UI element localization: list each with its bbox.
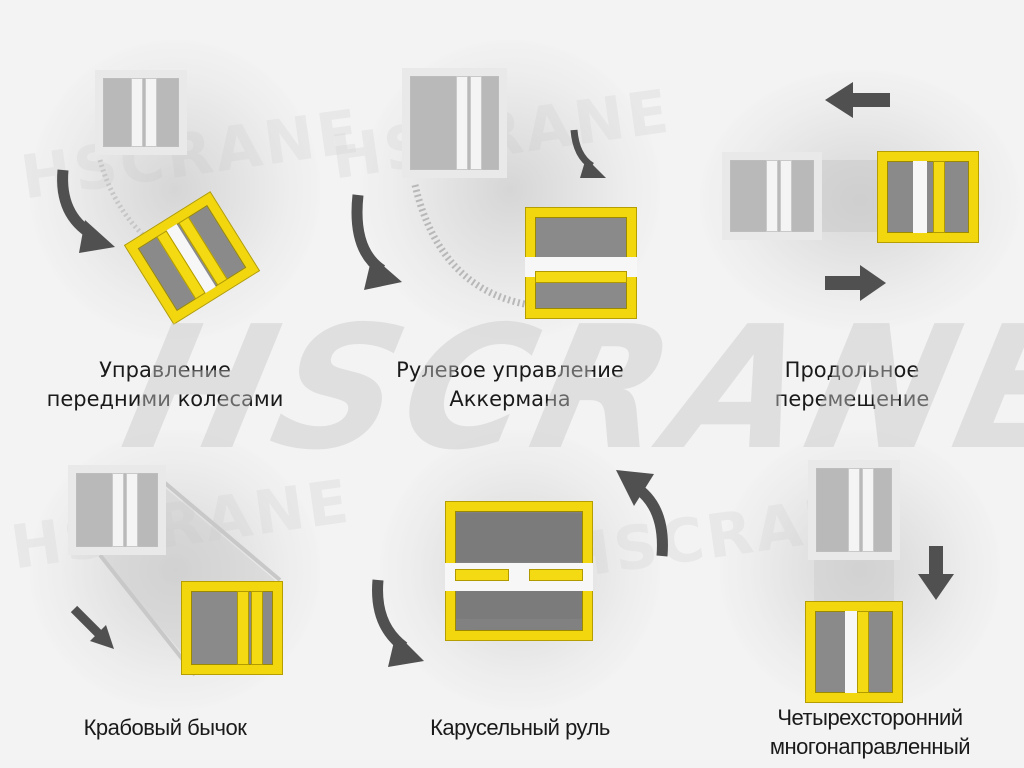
watermark-main: HSCRANE: [108, 290, 1024, 488]
label-line-1: Рулевое управление: [396, 358, 624, 382]
label-longitudinal-movement: Продольное перемещение: [680, 356, 1024, 414]
crane-frame-moved: [525, 208, 637, 318]
crane-frame-moved: [445, 502, 593, 640]
panel-four-way-multidirectional: Четырехсторонний многонаправленный: [680, 430, 1024, 768]
curved-arrow-down-right-icon: [57, 169, 115, 253]
label-line-2: многонаправленный: [769, 734, 971, 759]
curved-arrow-small-icon: [570, 129, 606, 178]
arrow-right-icon: [825, 265, 886, 301]
label-four-way-multidirectional: Четырехсторонний многонаправленный: [720, 703, 1020, 761]
motion-trail: [814, 560, 894, 602]
panel-carousel-steering: Карусельный руль: [340, 430, 680, 768]
curved-arrow-down-right-icon: [351, 194, 402, 290]
panel-front-wheel-steering: Управление передними колесами: [0, 0, 340, 430]
crane-frame-moved: [806, 602, 902, 702]
crane-frame-moved: [182, 582, 282, 674]
trajectory-path: [411, 184, 531, 309]
label-line-1: Крабовый бычок: [83, 715, 247, 740]
crane-frame-initial: [722, 152, 822, 240]
crane-frame-moved: [878, 152, 978, 242]
label-line-1: Управление: [99, 358, 231, 382]
arrow-left-icon: [825, 82, 890, 118]
label-crab-steering: Крабовый бычок: [0, 713, 330, 742]
crane-frame-initial: [68, 465, 166, 555]
curved-arrow-up-left-icon: [616, 470, 668, 557]
label-front-wheel-steering: Управление передними колесами: [0, 356, 330, 414]
label-ackermann-steering: Рулевое управление Аккермана: [340, 356, 680, 414]
label-line-1: Карусельный руль: [430, 715, 610, 740]
panel-crab-steering: Крабовый бычок: [0, 430, 340, 768]
crane-frame-initial: [402, 68, 507, 178]
label-line-2: Аккермана: [449, 387, 571, 411]
crane-frame-initial: [808, 460, 900, 560]
panel-longitudinal-movement: Продольное перемещение: [680, 0, 1024, 430]
motion-trail: [822, 160, 882, 232]
trajectory-path: [97, 159, 162, 252]
label-line-1: Продольное: [784, 358, 920, 382]
label-line-1: Четырехсторонний: [777, 705, 963, 730]
label-line-2: перемещение: [774, 387, 930, 411]
crane-frame-initial: [95, 70, 187, 155]
arrow-down-icon: [918, 546, 954, 600]
curved-arrow-down-right-icon: [372, 579, 424, 667]
label-carousel-steering: Карусельный руль: [340, 713, 700, 742]
label-line-2: передними колесами: [46, 387, 284, 411]
panel-ackermann-steering: Рулевое управление Аккермана: [340, 0, 680, 430]
arrow-down-right-icon: [70, 605, 114, 649]
